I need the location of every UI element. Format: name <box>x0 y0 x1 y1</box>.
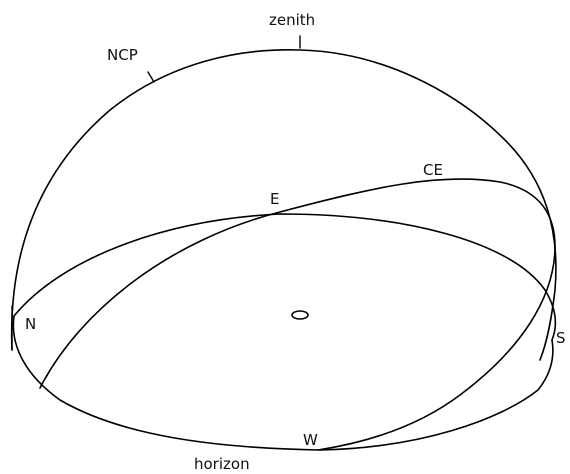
ce-label: CE <box>423 161 443 179</box>
celestial-dome-outline <box>10 49 557 361</box>
observer-center-label: O <box>300 314 301 316</box>
east-label: E <box>270 190 279 208</box>
celestial-equator-curve <box>39 178 556 451</box>
horizon-circle-far-edge <box>13 213 557 341</box>
south-label: S <box>556 329 566 347</box>
ncp-tick <box>147 71 155 83</box>
zenith-label: zenith <box>269 11 315 29</box>
west-label: W <box>303 431 318 449</box>
observer-center-mark <box>291 310 309 320</box>
ncp-label: NCP <box>107 46 138 64</box>
north-label: N <box>25 315 36 333</box>
horizon-label: horizon <box>194 455 250 473</box>
horizon-circle-near-edge <box>12 315 554 451</box>
